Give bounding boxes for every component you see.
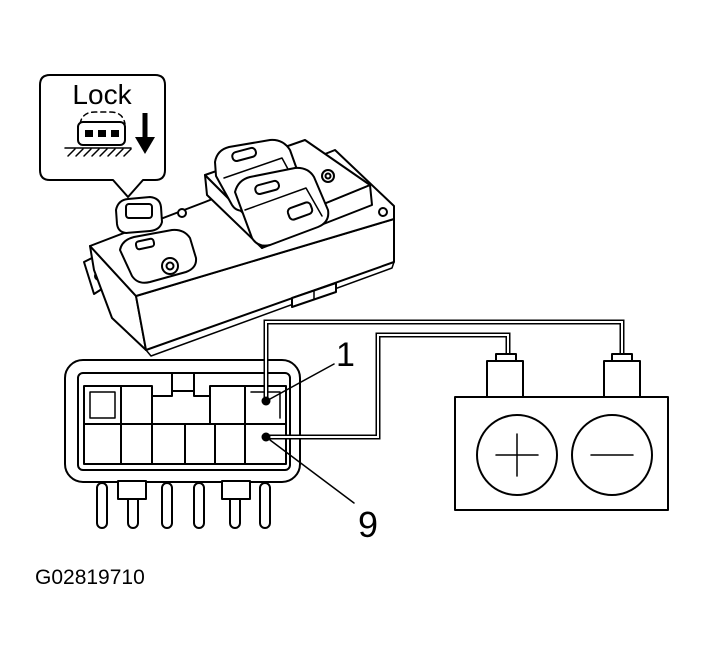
connector-icon bbox=[77, 111, 126, 146]
ground-hatch bbox=[99, 148, 108, 157]
wire-terminal-1-to-negative bbox=[263, 319, 625, 401]
wire-core bbox=[270, 334, 509, 438]
connector-icon-dashed-outline bbox=[79, 111, 126, 125]
lock-button bbox=[115, 196, 163, 234]
connector-cavity bbox=[244, 423, 287, 465]
rocker-switch-face-edge bbox=[244, 187, 323, 217]
terminal-1-label: 1 bbox=[336, 336, 355, 374]
rocker-switch-slot bbox=[231, 146, 257, 163]
battery bbox=[454, 353, 669, 511]
ground-hatch bbox=[67, 148, 76, 157]
connector-key bbox=[171, 372, 195, 392]
arrow-head bbox=[135, 137, 155, 154]
minus-icon bbox=[571, 414, 653, 496]
wire-terminal-9-to-positive bbox=[266, 332, 511, 440]
lock-callout: Lock bbox=[39, 74, 166, 198]
connector-icon-pin bbox=[98, 130, 106, 137]
lock-button-top bbox=[125, 203, 153, 219]
front-window-rocker-switch bbox=[234, 166, 330, 247]
switch-base-lip bbox=[145, 261, 395, 357]
ground-hatch bbox=[123, 148, 132, 157]
connector-pins bbox=[96, 480, 271, 529]
switch-peg bbox=[177, 208, 187, 218]
rocker-switch-slot bbox=[254, 179, 280, 196]
ground-hatch bbox=[91, 148, 100, 157]
ground-hatch bbox=[115, 148, 124, 157]
connector-pin bbox=[193, 482, 205, 529]
connector-cavity bbox=[120, 423, 153, 465]
ground-hatch bbox=[83, 148, 92, 157]
switch-connector bbox=[64, 359, 301, 529]
connector-cavity-inner bbox=[250, 391, 281, 419]
connector-pin bbox=[259, 482, 271, 529]
negative-terminal bbox=[603, 360, 641, 399]
arrow-down-icon bbox=[135, 113, 155, 154]
connector-cavity bbox=[214, 423, 246, 465]
connector-key-slot bbox=[151, 389, 211, 425]
connector-cavity-inner bbox=[89, 391, 116, 419]
connector-cavity bbox=[120, 385, 153, 425]
ground-hatch bbox=[75, 148, 84, 157]
figure-id: G02819710 bbox=[35, 566, 145, 589]
terminal-9-leader bbox=[269, 439, 355, 504]
connector-pin-guard bbox=[221, 480, 251, 500]
connector-pin-guard bbox=[117, 480, 147, 500]
ground-hatch bbox=[107, 148, 116, 157]
connector-cavity bbox=[209, 385, 246, 425]
mounting-hole-right bbox=[378, 207, 388, 217]
connector-icon-pin bbox=[111, 130, 119, 137]
passenger-window-switch bbox=[119, 228, 198, 284]
positive-terminal bbox=[486, 360, 524, 399]
connector-cavity bbox=[184, 423, 216, 465]
rocker-switch-pad bbox=[286, 201, 314, 221]
small-switch-screw-center bbox=[165, 261, 175, 271]
plus-icon bbox=[476, 414, 558, 496]
terminal-1-leader bbox=[269, 363, 335, 400]
terminal-9-label: 9 bbox=[358, 504, 378, 545]
lock-label: Lock bbox=[72, 79, 132, 110]
power-window-switch bbox=[83, 138, 395, 357]
switch-peg-inner bbox=[324, 172, 332, 180]
small-switch-slot bbox=[134, 237, 156, 251]
connector-icon-pin bbox=[85, 130, 93, 137]
connector-pin bbox=[161, 482, 173, 529]
connector-pin bbox=[96, 482, 108, 529]
wire-core bbox=[265, 321, 623, 398]
ground-surface-icon bbox=[64, 147, 132, 157]
terminal-9-contact bbox=[261, 432, 271, 442]
connector-cavity bbox=[83, 423, 122, 465]
connector-cavity bbox=[151, 423, 186, 465]
terminal-1-contact bbox=[261, 396, 271, 406]
